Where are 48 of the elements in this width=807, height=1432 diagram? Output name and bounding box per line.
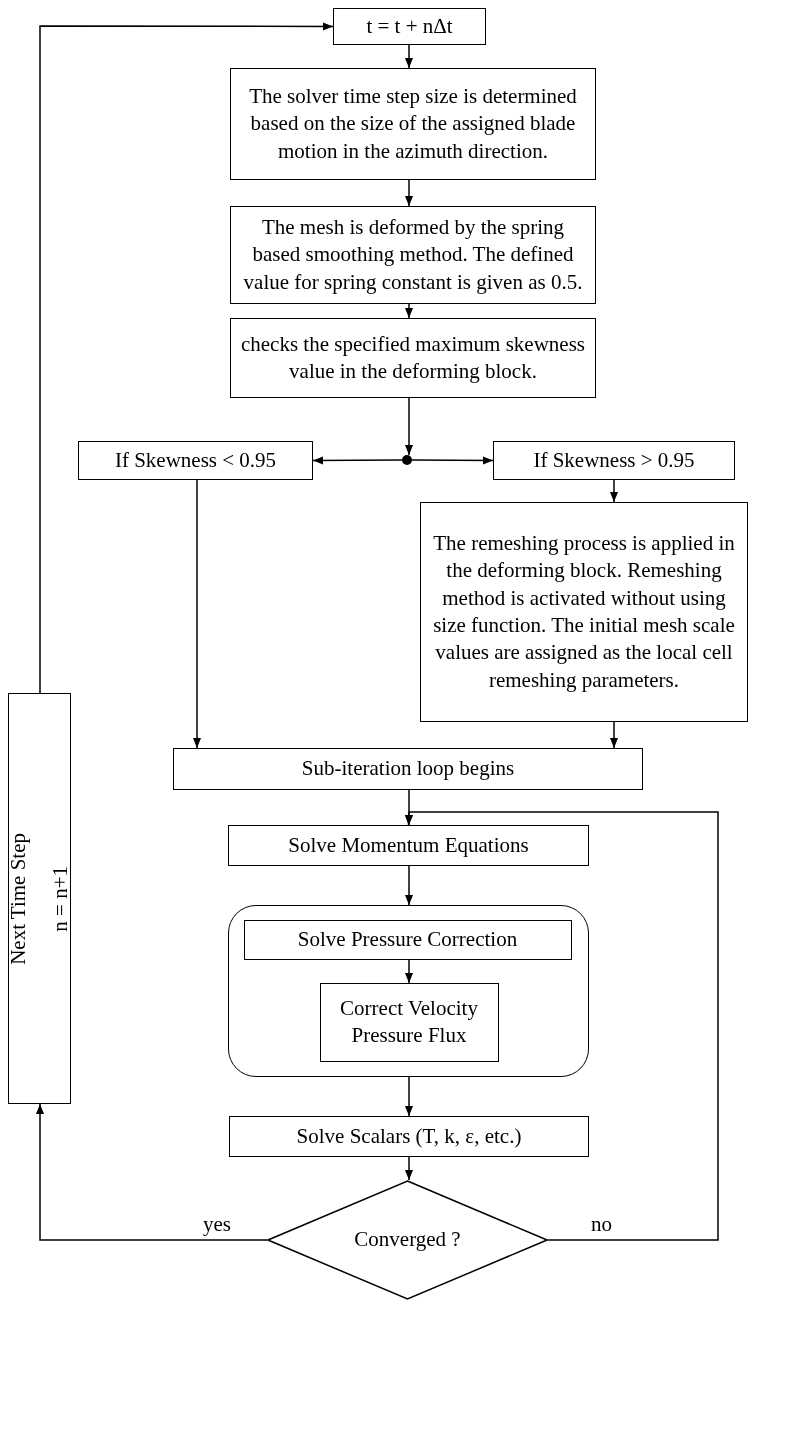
- arrow: [312, 456, 403, 465]
- step-text: The mesh is deformed by the spring based smoothing method. The defined value for spring constant is given as 0.5.: [242, 214, 584, 296]
- arrow: [39, 22, 334, 694]
- process-box: [333, 8, 486, 45]
- group-box: [228, 905, 589, 1077]
- step-text: If Skewness > 0.95: [532, 446, 696, 474]
- step-text: t = t + nΔt: [365, 12, 454, 40]
- step-text: Solve Pressure Correction: [296, 925, 519, 953]
- junction-dot: [402, 455, 412, 465]
- arrow: [405, 179, 413, 207]
- arrow: [405, 865, 413, 906]
- process-box: [243, 919, 572, 960]
- step-text: checks the specified maximum skewness value in the deforming block.: [239, 330, 587, 385]
- decision-diamond: [267, 1180, 548, 1300]
- process-box: [229, 1116, 589, 1157]
- arrow: [610, 479, 618, 503]
- step-text: The solver time step size is determined based on the size of the assigned blade motion in the azimuth direction.: [248, 83, 578, 165]
- process-box: [230, 68, 596, 180]
- step-text: Solve Scalars (T, k, ε, etc.): [295, 1122, 523, 1150]
- process-box: [493, 441, 735, 480]
- arrow: [405, 397, 413, 456]
- process-box: [230, 318, 596, 398]
- arrow: [405, 1156, 413, 1181]
- arrow: [405, 1076, 413, 1117]
- process-box: [8, 693, 71, 1104]
- process-box: [173, 748, 643, 790]
- process-box: [420, 502, 748, 722]
- decision-text: Converged ?: [353, 1226, 462, 1254]
- arrow: [610, 721, 618, 749]
- process-box: [230, 206, 596, 304]
- step-text: The remeshing process is applied in the deforming block. Remeshing method is activated without using size function. The initial mesh scale values are assigned as the local cell remeshing parameters.: [432, 530, 736, 694]
- process-box: [319, 982, 499, 1062]
- arrow: [411, 456, 494, 465]
- arrow: [404, 811, 719, 1241]
- step-text: Next Time Step: [5, 832, 32, 965]
- step-text: Sub-iteration loop begins: [300, 755, 516, 783]
- step-text: n = n+1: [46, 865, 73, 932]
- arrow: [405, 44, 413, 69]
- arrow: [405, 959, 413, 984]
- process-box: [78, 441, 313, 480]
- arrow: [405, 303, 413, 319]
- step-text: If Skewness < 0.95: [113, 446, 278, 474]
- arrow: [405, 789, 413, 826]
- step-text: Correct Velocity Pressure Flux: [339, 994, 479, 1049]
- step-text: Solve Momentum Equations: [287, 831, 530, 859]
- arrow: [193, 479, 201, 749]
- process-box: [228, 825, 589, 866]
- arrow: [36, 1103, 268, 1241]
